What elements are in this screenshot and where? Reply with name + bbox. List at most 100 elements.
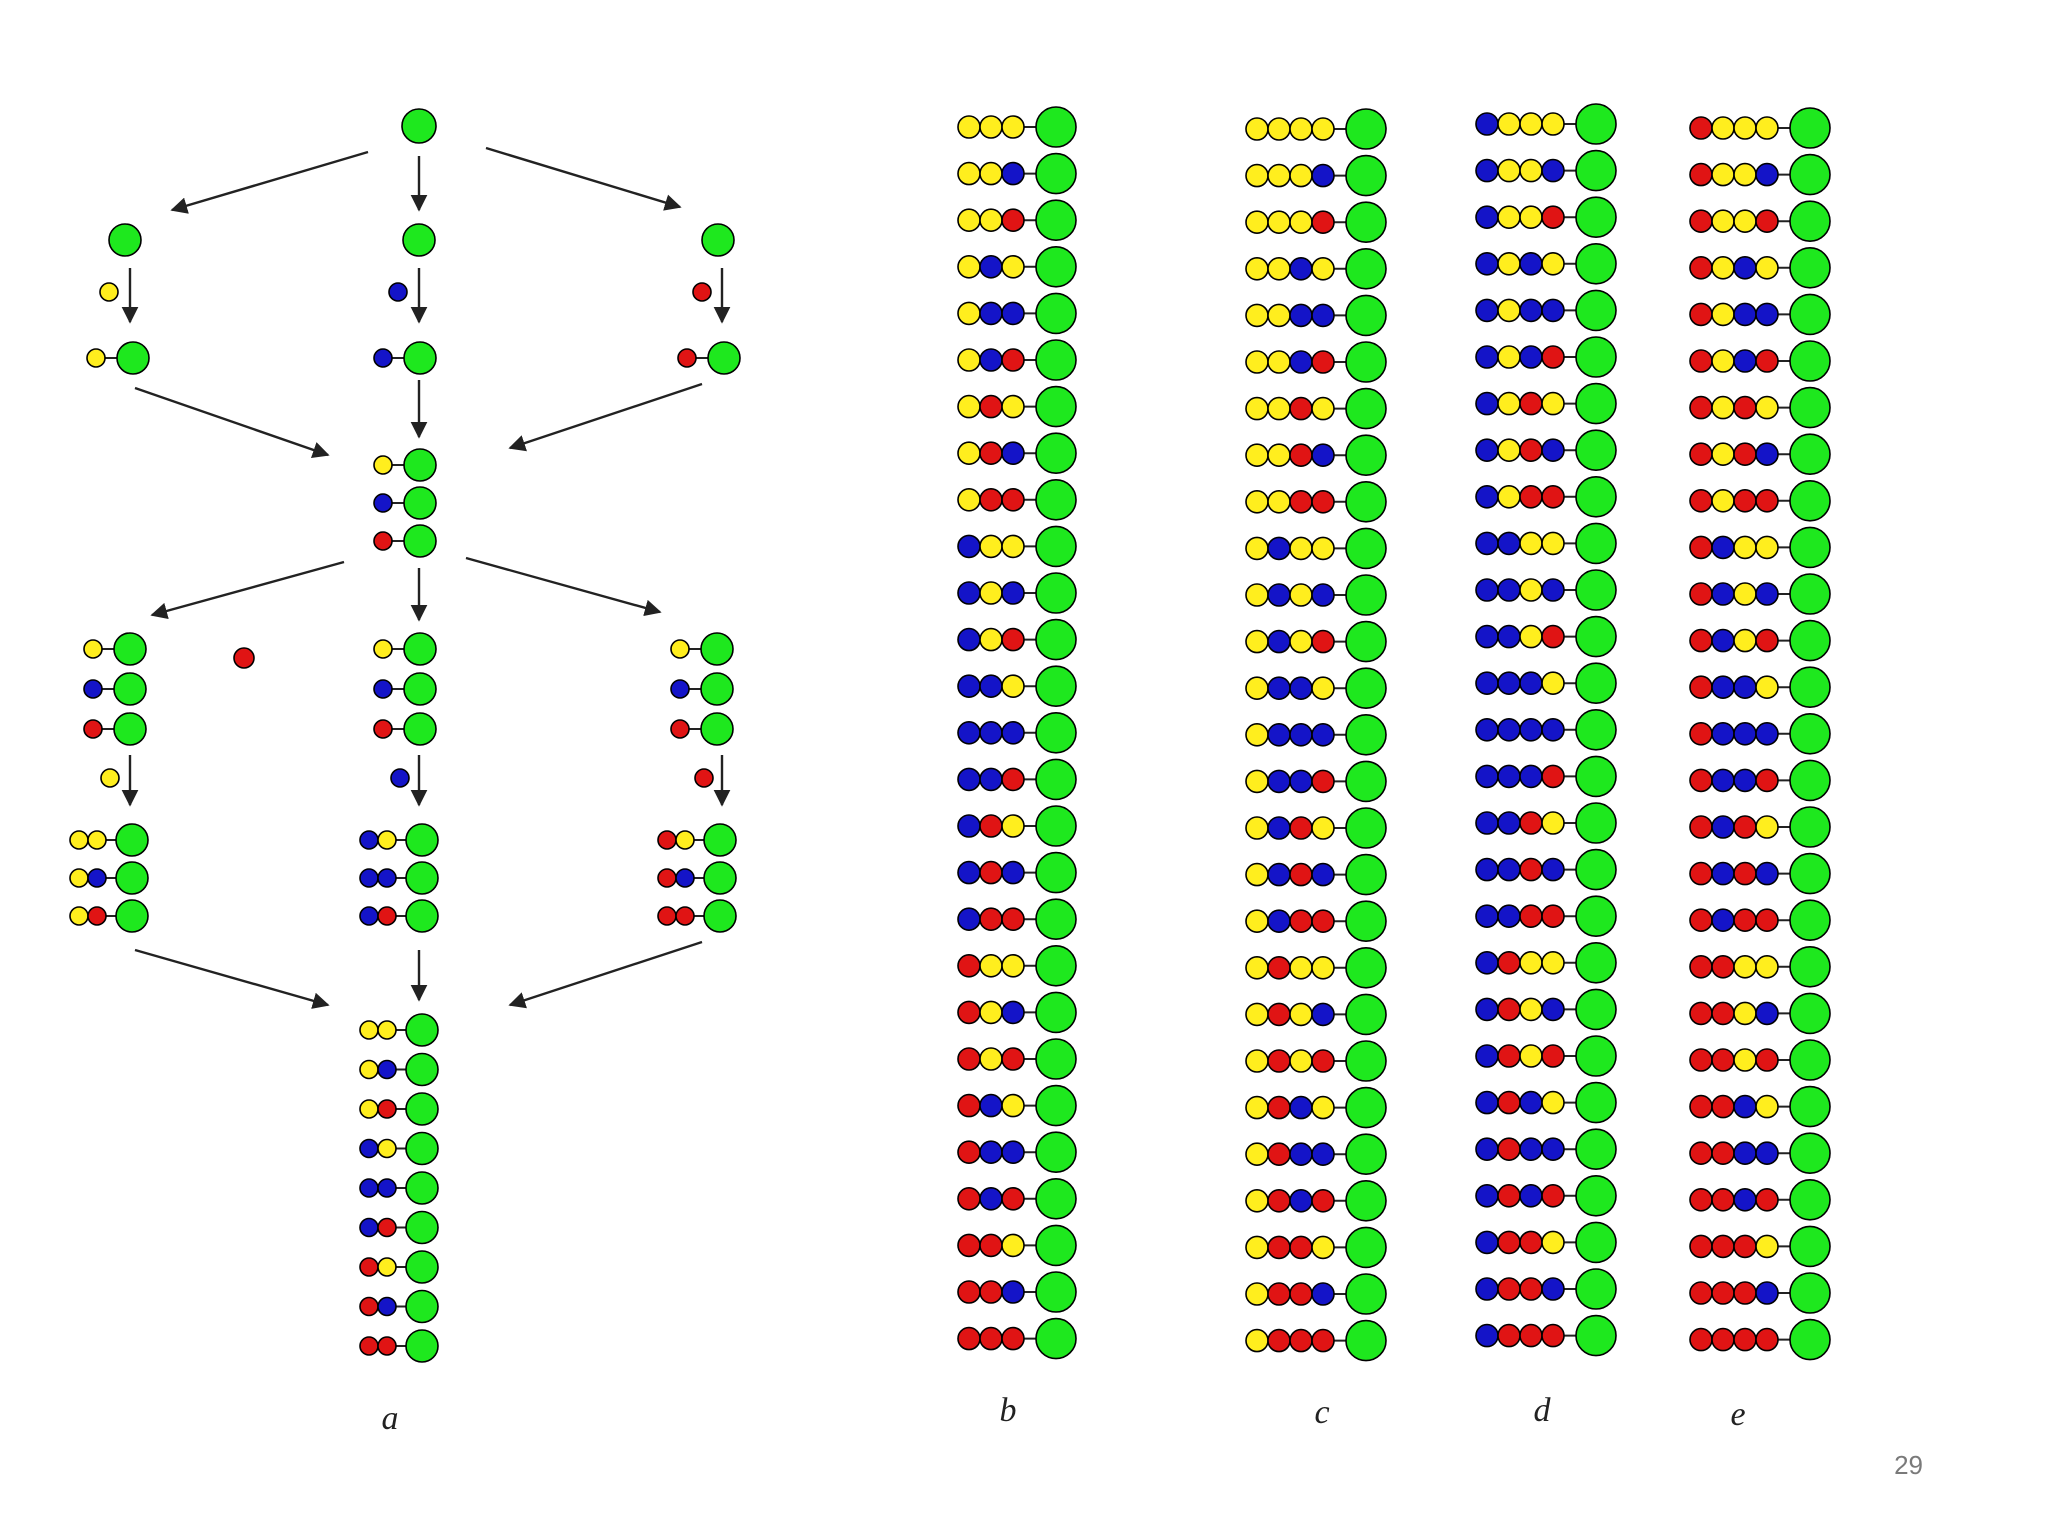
- blue-bead: [1497, 904, 1521, 929]
- green-resin-bead: [1345, 620, 1387, 663]
- molecule-bryy: [1475, 941, 1617, 984]
- yellow-bead: [1245, 489, 1269, 514]
- green-resin-bead: [1789, 1225, 1831, 1268]
- molecule-ybyy: [1245, 527, 1387, 570]
- blue-bead: [390, 768, 410, 788]
- molecule-ry: [657, 823, 737, 857]
- red-bead: [1689, 302, 1713, 327]
- yellow-bead: [1519, 624, 1543, 649]
- blue-bead: [1267, 722, 1291, 747]
- molecule-rrb: [957, 1271, 1077, 1313]
- green-resin-bead: [405, 1131, 439, 1166]
- red-bead: [1689, 209, 1713, 233]
- green-resin-bead: [1789, 1039, 1831, 1081]
- yellow-bead: [1245, 1142, 1269, 1166]
- red-bead: [1689, 815, 1713, 839]
- blue-bead: [1267, 909, 1291, 934]
- green-resin-bead: [1035, 432, 1077, 475]
- green-resin-bead: [1035, 851, 1077, 894]
- red-bead: [1519, 1277, 1543, 1301]
- yellow-bead: [957, 301, 981, 326]
- green-resin-bead: [1345, 154, 1387, 197]
- yellow-bead: [1245, 303, 1269, 328]
- molecule-byyb: [1475, 149, 1617, 192]
- blue-bead: [1475, 112, 1499, 136]
- green-resin-bead: [1575, 802, 1617, 844]
- green-resin-bead: [1575, 1175, 1617, 1217]
- green-resin-bead: [1345, 713, 1387, 756]
- blue-bead: [957, 674, 981, 699]
- blue-bead: [87, 868, 107, 888]
- molecule-rbbr: [1689, 759, 1831, 802]
- green-resin-bead: [1575, 196, 1617, 238]
- molecule-brr: [957, 898, 1077, 941]
- yellow-bead: [1001, 115, 1025, 139]
- green-resin-bead: [703, 899, 737, 933]
- reaction-arrow: [465, 556, 662, 617]
- red-bead: [1541, 345, 1565, 369]
- blue-bead: [1289, 769, 1313, 794]
- slide-number: 29: [1894, 1450, 1923, 1480]
- red-bead: [1733, 861, 1757, 886]
- molecule-byyr: [1475, 196, 1617, 238]
- green-resin-bead: [1035, 245, 1077, 288]
- yellow-bead: [69, 906, 89, 926]
- red-bead: [657, 906, 677, 926]
- yellow-bead: [1267, 117, 1291, 141]
- blue-bead: [1001, 441, 1025, 466]
- green-resin-bead: [1035, 152, 1077, 195]
- red-bead: [657, 830, 677, 850]
- green-resin-bead: [1575, 941, 1617, 984]
- yellow-bead: [1311, 955, 1335, 980]
- blue-bead: [1001, 1280, 1025, 1304]
- red-bead: [1689, 255, 1713, 280]
- molecule-yy: [359, 1013, 439, 1047]
- green-resin-bead: [1575, 103, 1617, 145]
- green-resin-bead: [405, 1013, 439, 1047]
- yellow-bead: [1497, 158, 1521, 183]
- red-bead: [1541, 1323, 1565, 1348]
- red-bead: [1267, 1189, 1291, 1213]
- yellow-bead: [373, 639, 393, 659]
- yellow-bead: [1519, 950, 1543, 975]
- blue-bead: [1711, 908, 1735, 933]
- blue-bead: [1541, 158, 1565, 183]
- red-bead: [1541, 1184, 1565, 1208]
- molecule-rb: [657, 861, 737, 895]
- green-resin-bead: [1035, 106, 1077, 148]
- red-bead: [1497, 997, 1521, 1022]
- blue-bead: [1267, 816, 1291, 840]
- green-resin-bead: [1035, 618, 1077, 661]
- blue-bead: [1311, 303, 1335, 328]
- blue-bead: [1311, 583, 1335, 607]
- yellow-bead: [1497, 112, 1521, 136]
- green-resin-bead: [1789, 945, 1831, 988]
- red-bead: [1689, 861, 1713, 886]
- green-resin-bead: [115, 823, 149, 857]
- blue-bead: [670, 679, 690, 699]
- green-resin-bead: [405, 823, 439, 857]
- yellow-bead: [1289, 629, 1313, 654]
- red-bead: [675, 906, 695, 926]
- molecule-bbb: [957, 711, 1077, 754]
- red-bead: [1497, 1323, 1521, 1348]
- blue-bead: [1001, 1000, 1025, 1025]
- yellow-bead: [1289, 117, 1313, 141]
- red-bead: [1311, 210, 1335, 234]
- yellow-bead: [1289, 1049, 1313, 1073]
- green-resin-bead: [1035, 385, 1077, 428]
- yellow-bead: [1001, 1233, 1025, 1258]
- green-resin-bead: [1345, 294, 1387, 337]
- green-resin-bead: [405, 1289, 439, 1324]
- green-resin-bead: [1345, 1133, 1387, 1175]
- molecule-r: [670, 712, 734, 746]
- green-resin-bead: [405, 1250, 439, 1284]
- molecule-rrbb: [1689, 1132, 1831, 1174]
- green-resin-bead: [403, 524, 437, 558]
- molecule-yb: [69, 861, 149, 895]
- red-bead: [1711, 1094, 1735, 1119]
- molecule-y: [373, 632, 437, 666]
- red-bead: [1519, 811, 1543, 835]
- green-resin-bead: [1035, 711, 1077, 754]
- red-bead: [377, 906, 397, 926]
